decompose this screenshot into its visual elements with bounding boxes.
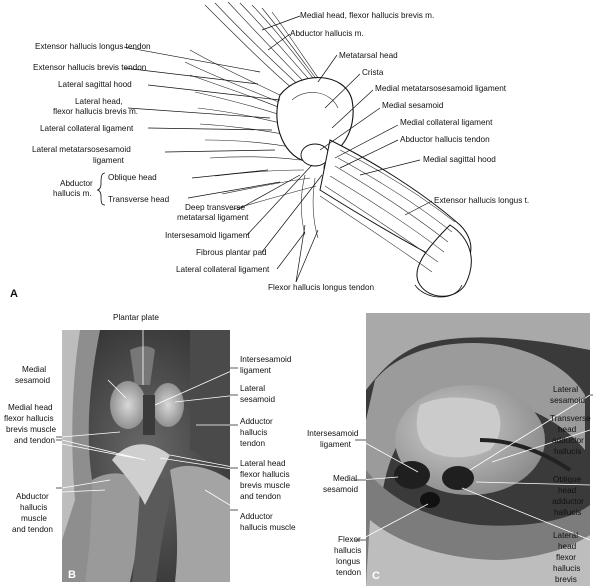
- label-b-medial-head-4: and tendon: [14, 436, 55, 445]
- label-ehb-tendon: Extensor hallucis brevis tendon: [33, 63, 147, 72]
- label-medial-sagittal-hood: Medial sagittal hood: [423, 155, 496, 164]
- label-transverse-head: Transverse head: [108, 195, 170, 204]
- label-b-medial-head-1: Medial head: [8, 403, 53, 412]
- panel-b-mri: Plantar plate Medial sesamoid Intersesam…: [4, 313, 296, 582]
- label-c-transverse-1: Transverse: [550, 414, 591, 423]
- label-b-adductor-tendon-2: hallucis: [240, 428, 267, 437]
- label-medial-head-fhb: Medial head, flexor hallucis brevis m.: [300, 11, 434, 20]
- label-lateral-collateral-ligament-top: Lateral collateral ligament: [40, 124, 134, 133]
- abductor-brace: [96, 172, 106, 206]
- label-c-fhl-3: longus: [336, 557, 360, 566]
- label-b-intersesamoid-1: Intersesamoid: [240, 355, 292, 364]
- panel-letter-b: B: [68, 569, 76, 581]
- label-c-lateral-sesamoid-2: sesamoid: [550, 396, 585, 405]
- label-c-medial-sesamoid-2: sesamoid: [323, 485, 358, 494]
- label-lateral-sagittal-hood: Lateral sagittal hood: [58, 80, 132, 89]
- label-c-transverse-2: head: [558, 425, 577, 434]
- panel-letter-a: A: [10, 288, 18, 300]
- label-lateral-head-fhb-1: Lateral head,: [75, 97, 123, 106]
- label-b-abductor-3: muscle: [21, 514, 47, 523]
- label-b-adductor-tendon-1: Adductor: [240, 417, 273, 426]
- label-c-lateral-head-2: head: [558, 542, 577, 551]
- label-c-intersesamoid-2: ligament: [320, 440, 352, 449]
- label-medial-collateral-ligament: Medial collateral ligament: [400, 118, 493, 127]
- label-b-lateral-sesamoid-2: sesamoid: [240, 395, 275, 404]
- panel-a-illustration: Medial head, flexor hallucis brevis m. A…: [10, 1, 529, 300]
- label-abductor-hallucis-tendon: Abductor hallucis tendon: [400, 135, 490, 144]
- label-b-adductor-tendon-3: tendon: [240, 439, 265, 448]
- label-b-medial-head-3: brevis muscle: [6, 425, 56, 434]
- label-b-intersesamoid-2: ligament: [240, 366, 272, 375]
- label-c-lateral-head-5: brevis: [555, 575, 577, 584]
- label-c-transverse-4: hallucis: [554, 447, 581, 456]
- label-lateral-collateral-ligament-bottom: Lateral collateral ligament: [176, 265, 270, 274]
- label-deep-transverse-2: metatarsal ligament: [177, 213, 249, 222]
- panel-letter-c: C: [372, 570, 380, 582]
- label-abductor-hallucis-m: Abductor hallucis m.: [290, 29, 364, 38]
- label-metatarsal-head: Metatarsal head: [339, 51, 398, 60]
- label-c-oblique-2: head: [558, 486, 577, 495]
- label-b-medial-sesamoid-1: Medial: [22, 365, 46, 374]
- label-abductor-hallucis-2: hallucis m.: [53, 189, 92, 198]
- label-medial-mts-ligament: Medial metatarsosesamoid ligament: [375, 84, 507, 93]
- label-fibrous-plantar-pad: Fibrous plantar pad: [196, 248, 267, 257]
- label-c-lateral-sesamoid-1: Lateral: [553, 385, 578, 394]
- label-b-lateral-head-4: and tendon: [240, 492, 281, 501]
- label-b-lateral-head-3: brevis muscle: [240, 481, 290, 490]
- label-c-lateral-head-3: flexor: [556, 553, 576, 562]
- label-b-abductor-1: Abductor: [16, 492, 49, 501]
- label-c-fhl-1: Flexor: [338, 535, 361, 544]
- label-b-adductor-muscle-1: Adductor: [240, 512, 273, 521]
- label-c-medial-sesamoid-1: Medial: [333, 474, 357, 483]
- label-intersesamoid-ligament: Intersesamoid ligament: [165, 231, 250, 240]
- label-b-medial-sesamoid-2: sesamoid: [15, 376, 50, 385]
- label-lateral-head-fhb-2: flexor hallucis brevis m.: [53, 107, 138, 116]
- label-oblique-head: Oblique head: [108, 173, 157, 182]
- label-b-lateral-sesamoid-1: Lateral: [240, 384, 265, 393]
- label-c-intersesamoid-1: Intersesamoid: [307, 429, 359, 438]
- label-ehl-t: Extensor hallucis longus t.: [434, 196, 529, 205]
- label-deep-transverse-1: Deep transverse: [185, 203, 246, 212]
- panel-c-mri: Lateral sesamoid Intersesamoid ligament …: [307, 313, 593, 586]
- label-ehl-tendon: Extensor hallucis longus tendon: [35, 42, 151, 51]
- label-c-oblique-3: adductor: [552, 497, 584, 506]
- label-lateral-mts-ligament-2: ligament: [93, 156, 125, 165]
- label-c-oblique-1: Oblique: [553, 475, 582, 484]
- label-b-abductor-2: hallucis: [20, 503, 47, 512]
- label-fhl-tendon: Flexor hallucis longus tendon: [268, 283, 374, 292]
- label-c-lateral-head-1: Lateral: [553, 531, 578, 540]
- label-b-plantar-plate: Plantar plate: [113, 313, 159, 322]
- label-crista: Crista: [362, 68, 384, 77]
- label-b-lateral-head-2: flexor hallucis: [240, 470, 290, 479]
- label-b-medial-head-2: flexor hallucis: [4, 414, 54, 423]
- label-abductor-hallucis-1: Abductor: [60, 179, 93, 188]
- label-c-fhl-2: hallucis: [334, 546, 361, 555]
- label-b-lateral-head-1: Lateral head: [240, 459, 286, 468]
- label-medial-sesamoid: Medial sesamoid: [382, 101, 444, 110]
- label-c-transverse-3: adductor: [552, 436, 584, 445]
- label-b-abductor-4: and tendon: [12, 525, 53, 534]
- label-b-adductor-muscle-2: hallucis muscle: [240, 523, 296, 532]
- label-lateral-mts-ligament-1: Lateral metatarsosesamoid: [32, 145, 131, 154]
- label-c-oblique-4: hallucis: [554, 508, 581, 517]
- label-c-lateral-head-4: hallucis: [553, 564, 580, 573]
- label-c-fhl-4: tendon: [336, 568, 361, 577]
